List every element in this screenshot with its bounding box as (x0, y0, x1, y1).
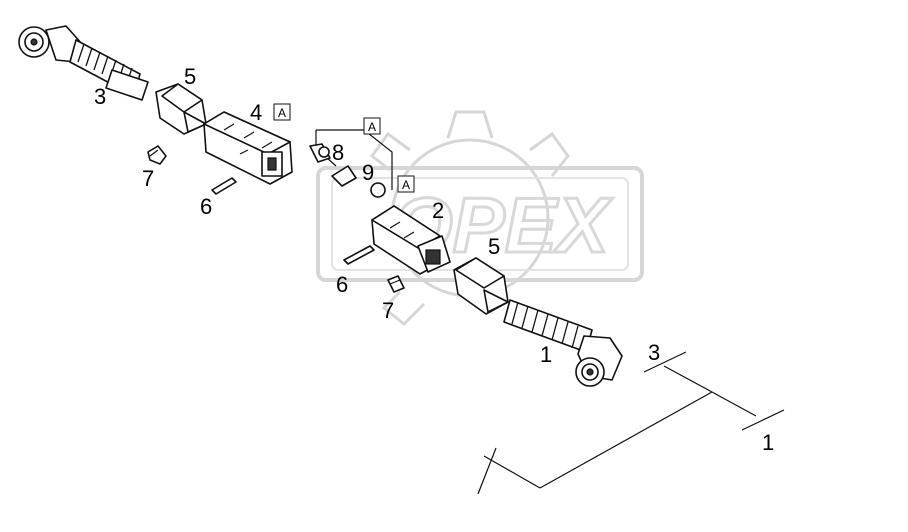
svg-text:A: A (278, 106, 286, 120)
legend-label-1: 1 (762, 430, 774, 455)
detail-marker-a-1: A (273, 103, 291, 121)
boot-part-5-lower (453, 257, 509, 315)
callout-5-lower: 5 (488, 234, 500, 259)
connector-part-4 (203, 111, 293, 185)
sleeve-end (105, 69, 149, 101)
svg-text:A: A (368, 120, 376, 134)
cable-part-3 (18, 25, 149, 101)
connector-part-2 (371, 205, 451, 275)
clip-part-6-lower (343, 245, 375, 265)
callout-4: 4 (250, 100, 262, 125)
clip-part-6-upper (211, 177, 237, 195)
callout-7-upper: 7 (142, 166, 154, 191)
callout-1: 1 (540, 342, 552, 367)
boot-part-5-upper (155, 83, 207, 135)
callout-6-lower: 6 (336, 272, 348, 297)
plug-part-9 (331, 165, 386, 198)
pin-part-7-lower (387, 275, 405, 293)
callout-5-upper: 5 (184, 64, 196, 89)
svg-text:A: A (402, 178, 410, 192)
legend-label-3: 3 (648, 340, 660, 365)
callout-9: 9 (362, 160, 374, 185)
seal-part-8 (309, 143, 331, 163)
assembly-axis-legend: 3 1 (477, 340, 785, 495)
cable-part-1 (503, 299, 623, 387)
callout-7-lower: 7 (382, 298, 394, 323)
detail-marker-a-3: A (397, 175, 415, 193)
callout-6-upper: 6 (200, 194, 212, 219)
callout-2: 2 (432, 198, 444, 223)
pin-part-7-upper (147, 145, 167, 165)
detail-marker-a-2: A (363, 117, 381, 135)
callout-3: 3 (94, 84, 106, 109)
detail-frame-lines (315, 129, 393, 190)
callout-8: 8 (332, 140, 344, 165)
